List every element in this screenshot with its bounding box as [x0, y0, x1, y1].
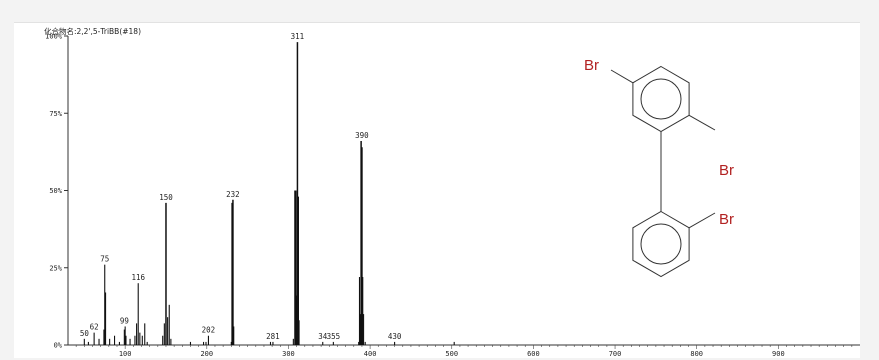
br-label-2prime: Br [719, 211, 734, 228]
y-tick-label: 50% [49, 187, 62, 195]
peak-label: 232 [226, 190, 240, 199]
peak-label: 99 [120, 316, 129, 325]
spectrum-panel: 化合物名:2,2',5-TriBB(#18) 0% 25% 50% 75% 100% 1… [14, 22, 860, 358]
peak-label: 430 [388, 332, 402, 341]
spectrum-peaks [83, 42, 455, 345]
peak-label: 62 [90, 323, 99, 332]
chart-title: 化合物名:2,2',5-TriBB(#18) [44, 26, 141, 36]
bond-br-5 [610, 69, 634, 84]
br-label-5: Br [584, 57, 599, 74]
peak-label: 390 [355, 131, 369, 140]
x-axis: 100 200 300 400 500 600 700 800 900 [68, 344, 860, 358]
y-tick-label: 25% [49, 264, 62, 272]
peak-label: 75 [100, 255, 109, 264]
peak-label: 116 [131, 273, 145, 282]
peak-label: 355 [327, 332, 341, 341]
peak-label: 281 [266, 332, 280, 341]
peak-label: 50 [80, 329, 90, 338]
peak-label: 34 [318, 332, 328, 341]
bond-br-2prime [688, 212, 716, 229]
y-tick-label: 100% [45, 33, 63, 41]
x-tick-label: 800 [690, 350, 703, 358]
y-axis: 0% 25% 50% 75% 100% [45, 33, 69, 350]
x-tick-label: 100 [119, 350, 132, 358]
upper-aromatic-circle [640, 78, 682, 120]
bond-br-2 [688, 114, 716, 131]
peak-label: 150 [159, 193, 173, 202]
x-tick-label: 900 [772, 350, 785, 358]
y-tick-label: 75% [49, 110, 62, 118]
x-tick-label: 300 [282, 350, 295, 358]
br-label-2: Br [719, 162, 734, 179]
y-tick-label: 0% [54, 342, 63, 350]
x-tick-label: 600 [527, 350, 540, 358]
molecule-structure [610, 65, 716, 278]
x-tick-label: 200 [200, 350, 213, 358]
peak-label: 202 [202, 326, 216, 335]
x-tick-label: 700 [609, 350, 622, 358]
lower-aromatic-circle [640, 223, 682, 265]
mass-spectrum-chart: 化合物名:2,2',5-TriBB(#18) 0% 25% 50% 75% 100% 1… [44, 26, 860, 358]
x-tick-label: 500 [445, 350, 458, 358]
x-tick-label: 400 [364, 350, 377, 358]
peak-label: 311 [291, 32, 305, 41]
